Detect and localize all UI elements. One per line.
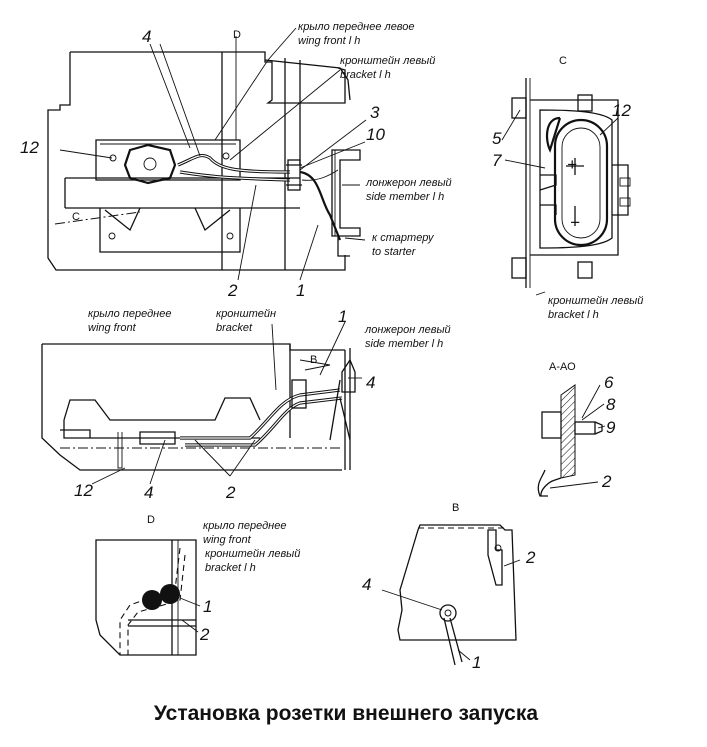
callout-b-1: 1 — [472, 653, 481, 672]
callout-a-9: 9 — [606, 418, 616, 437]
view-title-c: C — [559, 55, 567, 67]
label-bracket-mid-en: bracket — [216, 322, 253, 334]
label-side-member-mid-en: side member l h — [365, 338, 443, 350]
label-bracket-mid-ru: кронштейн — [216, 308, 276, 320]
callout-b-4: 4 — [362, 575, 371, 594]
callout-mid-12: 12 — [74, 481, 93, 500]
label-wing-front-d-en: wing front — [203, 534, 252, 546]
callout-top-4: 4 — [142, 27, 151, 46]
callout-a-2: 2 — [601, 472, 612, 491]
label-bracket-c-en: bracket l h — [548, 309, 599, 321]
callout-top-2: 2 — [227, 281, 238, 300]
callout-c-7: 7 — [492, 151, 502, 170]
view-title-b: В — [452, 502, 459, 514]
label-side-member-lh-ru: лонжерон левый — [365, 177, 452, 189]
label-side-member-mid-ru: лонжерон левый — [364, 324, 451, 336]
view-title-a-a: А-АО — [549, 361, 576, 373]
label-wing-front-mid-en: wing front — [88, 322, 137, 334]
view-b: В 2 4 1 — [362, 502, 536, 672]
label-bracket-c-ru: кронштейн левый — [548, 295, 643, 307]
callout-c-12: 12 — [612, 101, 631, 120]
callout-c-5: 5 — [492, 129, 502, 148]
figure-title: Установка розетки внешнего запуска — [154, 702, 538, 725]
label-to-starter-ru: к стартеру — [372, 232, 435, 244]
callout-a-6: 6 — [604, 373, 614, 392]
label-to-starter-en: to starter — [372, 246, 417, 258]
callout-mid-4b: 4 — [144, 483, 153, 502]
callout-mid-2: 2 — [225, 483, 236, 502]
middle-view: 1 4 12 4 2 В крыло переднее wing front к… — [41, 307, 451, 502]
view-marker-b: В — [310, 354, 317, 366]
label-wing-front-lh-en: wing front l h — [298, 35, 360, 47]
callout-top-10: 10 — [366, 125, 385, 144]
label-bracket-lh-en: bracket l h — [340, 69, 391, 81]
label-bracket-d-en: bracket l h — [205, 562, 256, 574]
callout-top-3: 3 — [370, 103, 380, 122]
callout-top-12: 12 — [20, 138, 39, 157]
callout-mid-1: 1 — [338, 307, 347, 326]
label-side-member-lh-en: side member l h — [366, 191, 444, 203]
view-a-a: А-АО 6 8 9 2 — [537, 361, 616, 497]
label-bracket-lh-ru: кронштейн левый — [340, 55, 435, 67]
view-c: C + − 5 7 12 кронштейн левый bracket l h — [492, 55, 643, 321]
view-marker-d: D — [233, 29, 241, 41]
callout-top-1: 1 — [296, 281, 305, 300]
label-wing-front-d-ru: крыло переднее — [203, 520, 286, 532]
polarity-minus: − — [570, 213, 580, 232]
label-bracket-d-ru: кронштейн левый — [205, 548, 300, 560]
callout-b-2: 2 — [525, 548, 536, 567]
callout-d-2: 2 — [199, 625, 210, 644]
label-wing-front-lh-ru: крыло переднее левое — [298, 21, 415, 33]
view-title-d: D — [147, 514, 155, 526]
callout-d-1: 1 — [203, 597, 212, 616]
view-d: D 1 2 крыло переднее wing front кронштей… — [95, 514, 300, 656]
view-marker-c: С — [72, 211, 80, 223]
callout-a-8: 8 — [606, 395, 616, 414]
callout-mid-4a: 4 — [366, 373, 375, 392]
polarity-plus: + — [567, 155, 577, 174]
label-wing-front-mid-ru: крыло переднее — [88, 308, 171, 320]
top-view: 4 D 12 3 10 2 1 С крыло переднее левое w… — [20, 21, 452, 300]
